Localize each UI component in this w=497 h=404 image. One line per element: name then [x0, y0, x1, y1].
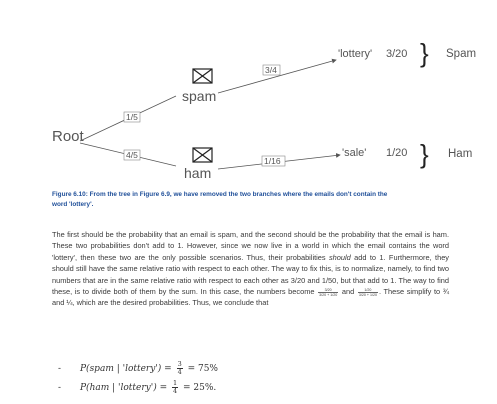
caption-line-2: word 'lottery'. [52, 201, 94, 208]
lottery-leaf-label: 'lottery' [338, 48, 372, 60]
lottery-leaf-value: 3/20 [386, 48, 407, 60]
paragraph-text-2: add to 1. Furthermore, they should still… [52, 252, 449, 297]
ham-node-label: ham [184, 165, 211, 181]
edge-spam-lottery [217, 58, 337, 94]
edge-label-ham-sale: 1/16 [264, 156, 281, 166]
paragraph-text-1: The first should be the probability that… [52, 230, 449, 262]
lottery-brace: } [420, 38, 429, 68]
body-paragraph: The first should be the probability that… [52, 229, 449, 309]
sale-brace: } [420, 139, 429, 169]
edge-label-spam-lottery: 3/4 [265, 65, 277, 75]
edge-label-root-spam: 1/5 [126, 112, 138, 122]
caption-line-1: Figure 6.10: From the tree in Figure 6.9… [52, 191, 388, 198]
sale-result-label: Ham [448, 148, 472, 160]
figure-caption: Figure 6.10: From the tree in Figure 6.9… [52, 190, 452, 210]
paragraph-emphasis: should [328, 252, 351, 262]
lottery-result-label: Spam [446, 48, 476, 60]
envelope-icon [192, 68, 213, 84]
probability-tree: Root spam ham 1/5 4/5 3/4 1/16 'lottery'… [52, 38, 476, 181]
spam-node-label: spam [182, 88, 216, 104]
envelope-icon [192, 147, 213, 163]
paragraph-text-3: . These simplify to ¾ and ¼, which are t… [52, 287, 449, 308]
sale-leaf-label: 'sale' [342, 147, 366, 159]
edge-label-root-ham: 4/5 [126, 150, 138, 160]
root-label: Root [52, 128, 85, 145]
paragraph-and: and [339, 287, 357, 297]
sale-leaf-value: 1/20 [386, 147, 407, 159]
